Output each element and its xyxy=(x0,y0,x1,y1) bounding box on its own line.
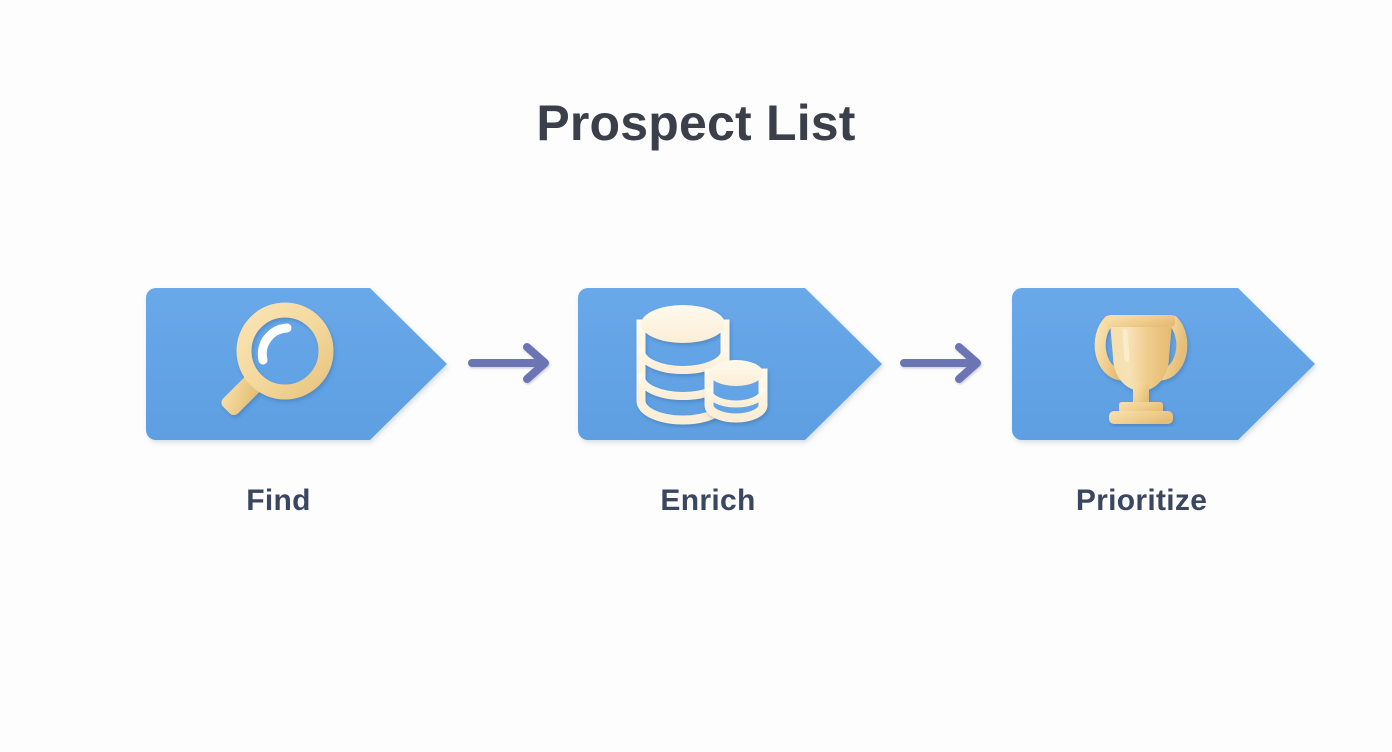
flow-stage-label-prioritize: Prioritize xyxy=(1075,484,1208,517)
flow-stage-label-enrich: Enrich xyxy=(660,484,756,517)
arrow-right-icon xyxy=(468,343,549,383)
chevron-find-path xyxy=(146,288,447,440)
chevron-enrich-svg xyxy=(578,288,882,440)
arrow-right-icon xyxy=(900,343,981,383)
flow-connector-1 xyxy=(466,341,562,385)
chevron-enrich-path xyxy=(578,288,882,440)
chevron-find-svg xyxy=(146,288,447,440)
flow-stage-find[interactable]: Find xyxy=(146,288,447,517)
flow-stage-prioritize[interactable]: Prioritize xyxy=(1012,288,1315,517)
flow-stage-enrich[interactable]: Enrich xyxy=(578,288,882,517)
chevron-shape-find xyxy=(146,288,447,440)
flow-connector-2 xyxy=(898,341,994,385)
chevron-shape-enrich xyxy=(578,288,882,440)
arrow-head xyxy=(523,343,549,383)
flow-stage-label-find: Find xyxy=(246,484,311,517)
arrow-head xyxy=(955,343,981,383)
chevron-prioritize-svg xyxy=(1012,288,1315,440)
chevron-shape-prioritize xyxy=(1012,288,1315,440)
chevron-prioritize-path xyxy=(1012,288,1315,440)
page-title: Prospect List xyxy=(536,95,856,151)
